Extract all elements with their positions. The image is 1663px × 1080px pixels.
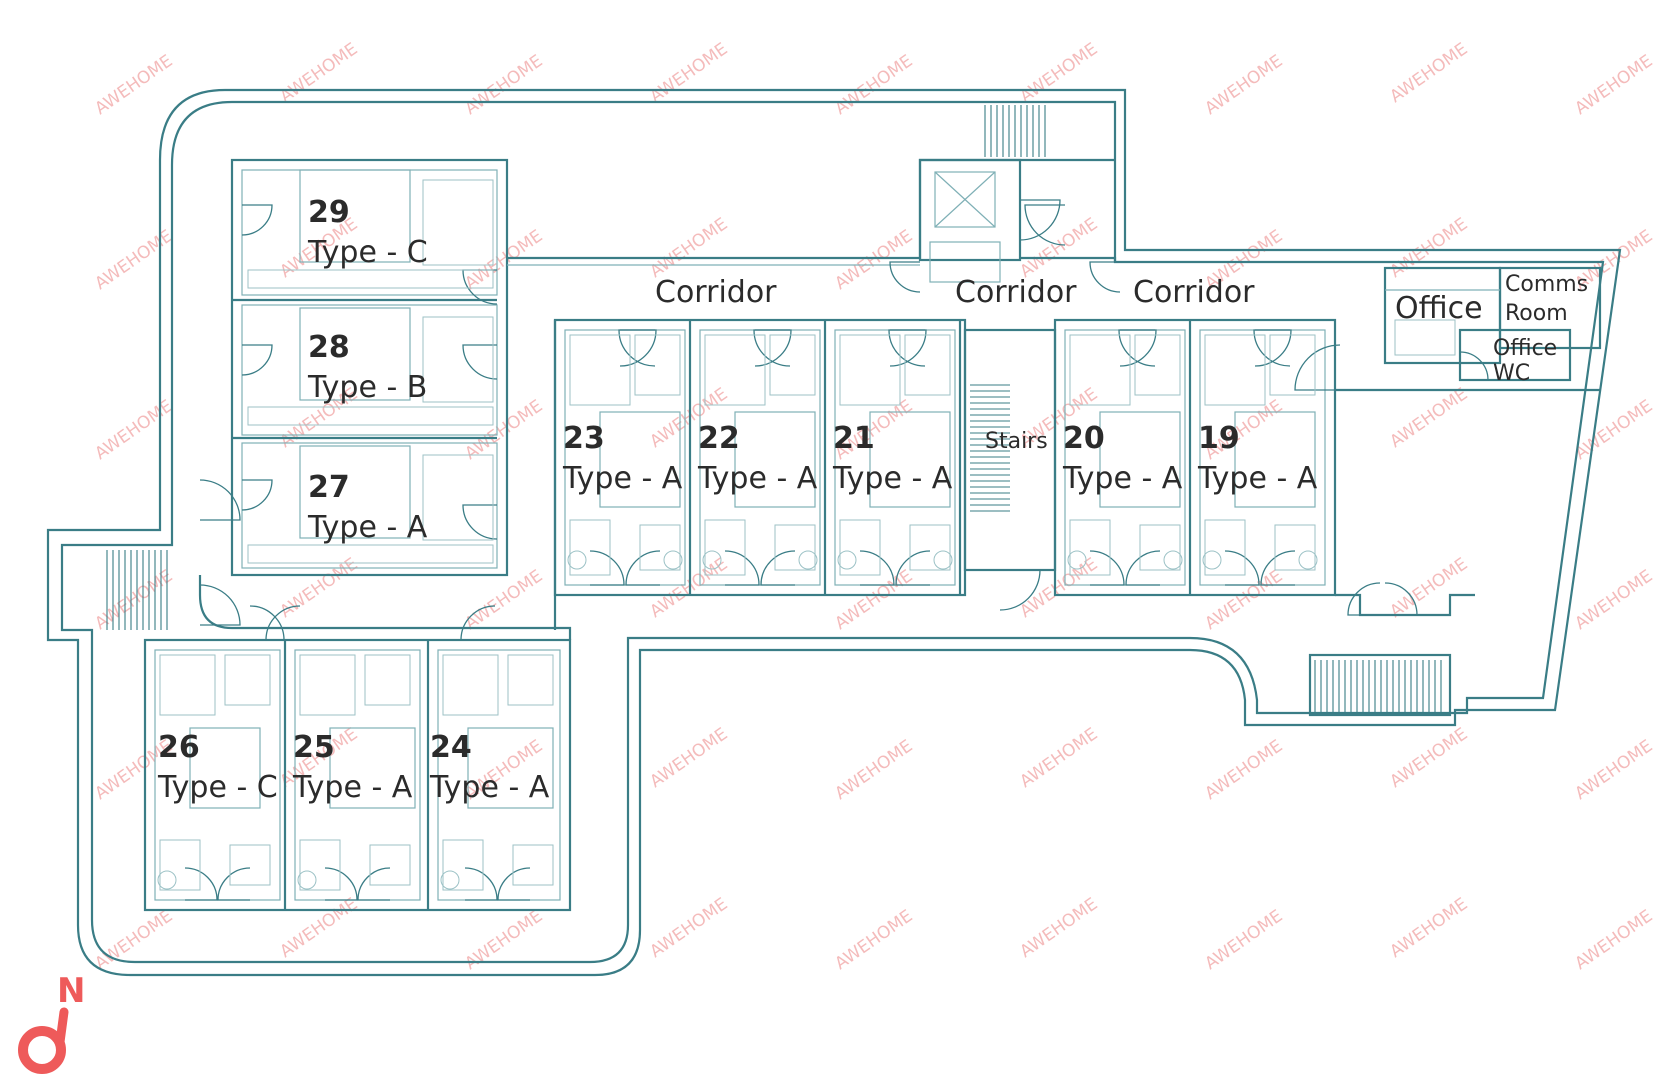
room-26-number: 26 [158,730,200,765]
room-labels: 29 Type - C 28 Type - B 27 Type - A 23 T… [157,195,1318,805]
room-22-type: Type - A [697,461,818,496]
watermark-text: AWEHOME [1386,894,1471,962]
watermark-text: AWEHOME [1386,214,1471,282]
watermark-text: AWEHOME [1016,724,1101,792]
room-22-number: 22 [698,421,740,456]
watermark-text: AWEHOME [646,894,731,962]
room-25-number: 25 [293,730,335,765]
room-23-type: Type - A [562,461,683,496]
room-19-number: 19 [1198,421,1240,456]
watermark-text: AWEHOME [461,906,546,974]
room-29-type: Type - C [307,235,428,270]
room-24-type: Type - A [429,770,550,805]
watermark-text: AWEHOME [1201,51,1286,119]
watermark-text: AWEHOME [831,906,916,974]
watermark-text: AWEHOME [831,226,916,294]
room-23-number: 23 [563,421,605,456]
watermark-text: AWEHOME [461,566,546,634]
watermark-text: AWEHOME [1571,51,1656,119]
corridor-label-west: Corridor [655,275,777,310]
watermark-text: AWEHOME [1386,554,1471,622]
room-26-type: Type - C [157,770,278,805]
room-27-type: Type - A [307,510,428,545]
office-label: Office [1395,291,1483,326]
room-20-number: 20 [1063,421,1105,456]
north-arrow-icon: N [18,971,85,1074]
watermark-text: AWEHOME [461,226,546,294]
watermark-text: AWEHOME [91,396,176,464]
door-swings [184,199,1489,901]
room-27-number: 27 [308,470,350,505]
watermark-text: AWEHOME [1571,736,1656,804]
room-19-type: Type - A [1197,461,1318,496]
furniture-fixtures [157,179,1456,891]
room-24-number: 24 [430,730,472,765]
watermark-text: AWEHOME [1386,724,1471,792]
watermark-text: AWEHOME [1201,736,1286,804]
watermark-text: AWEHOME [831,736,916,804]
comms-room-label-line2: Room [1505,301,1568,326]
watermark-text: AWEHOME [1016,894,1101,962]
watermark-text: AWEHOME [1016,39,1101,107]
watermark-text: AWEHOME [646,39,731,107]
watermark-text: AWEHOME [1386,39,1471,107]
room-28-number: 28 [308,330,350,365]
watermark-text: AWEHOME [276,39,361,107]
watermark-text: AWEHOME [646,724,731,792]
watermark-text: AWEHOME [276,894,361,962]
watermark-text: AWEHOME [91,906,176,974]
watermark-text: AWEHOME [461,51,546,119]
watermark-text: AWEHOME [831,51,916,119]
stair-hatching [106,105,1442,712]
watermark-text: AWEHOME [1386,384,1471,452]
office-wc-label-line2: WC [1493,361,1530,386]
north-label: N [57,971,85,1011]
room-20-type: Type - A [1062,461,1183,496]
watermark-text: AWEHOME [1201,566,1286,634]
corridor-label-center: Corridor [955,275,1077,310]
watermark-text: AWEHOME [1201,906,1286,974]
watermark-text: AWEHOME [646,214,731,282]
room-25-type: Type - A [292,770,413,805]
office-wc-label-line1: Office [1493,336,1557,361]
stairs-label: Stairs [985,429,1048,454]
watermark-text: AWEHOME [1571,906,1656,974]
watermark-text: AWEHOME [91,226,176,294]
area-labels: Corridor Corridor Corridor Office Comms … [655,272,1588,454]
watermark-text: AWEHOME [831,566,916,634]
room-29-number: 29 [308,195,350,230]
watermark-text: AWEHOME [91,51,176,119]
room-28-type: Type - B [307,370,427,405]
watermark-text: AWEHOME [91,566,176,634]
room-21-number: 21 [833,421,875,456]
watermark-text: AWEHOME [276,554,361,622]
watermark-text: AWEHOME [1571,566,1656,634]
corridor-label-east: Corridor [1133,275,1255,310]
building-outline [46,88,1622,977]
watermark-text: AWEHOME [1016,554,1101,622]
room-21-type: Type - A [832,461,953,496]
watermark-text: AWEHOME [461,396,546,464]
comms-room-label-line1: Comms [1505,272,1588,297]
